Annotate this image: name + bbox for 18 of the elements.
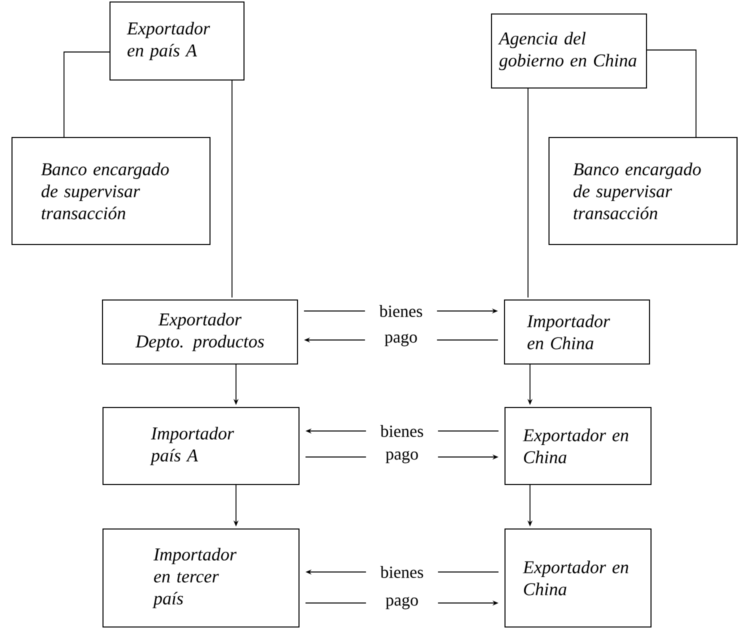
edge-label: bienes <box>365 303 437 319</box>
edge-label: pago <box>365 332 437 348</box>
box: Exportador en país A <box>110 2 244 80</box>
box: Importador país A <box>102 407 300 485</box>
box: Exportador Depto. productos <box>102 300 298 364</box>
edge-label: pago <box>366 449 438 465</box>
edge-label: pago <box>366 595 438 611</box>
connector-line <box>64 52 110 138</box>
box: Agencia del gobierno en China <box>491 14 647 88</box>
box: Importador en tercer país <box>102 528 300 628</box>
box: Exportador en China <box>504 528 652 628</box>
box: Exportador en China <box>504 407 652 485</box>
edge-label: bienes <box>366 423 438 439</box>
box: Importador en China <box>504 300 650 364</box>
connector-line <box>646 50 696 138</box>
edge-label: bienes <box>366 564 438 580</box>
box: Banco encargado de supervisar transacción <box>12 137 210 245</box>
box: Banco encargado de supervisar transacción <box>548 137 738 245</box>
